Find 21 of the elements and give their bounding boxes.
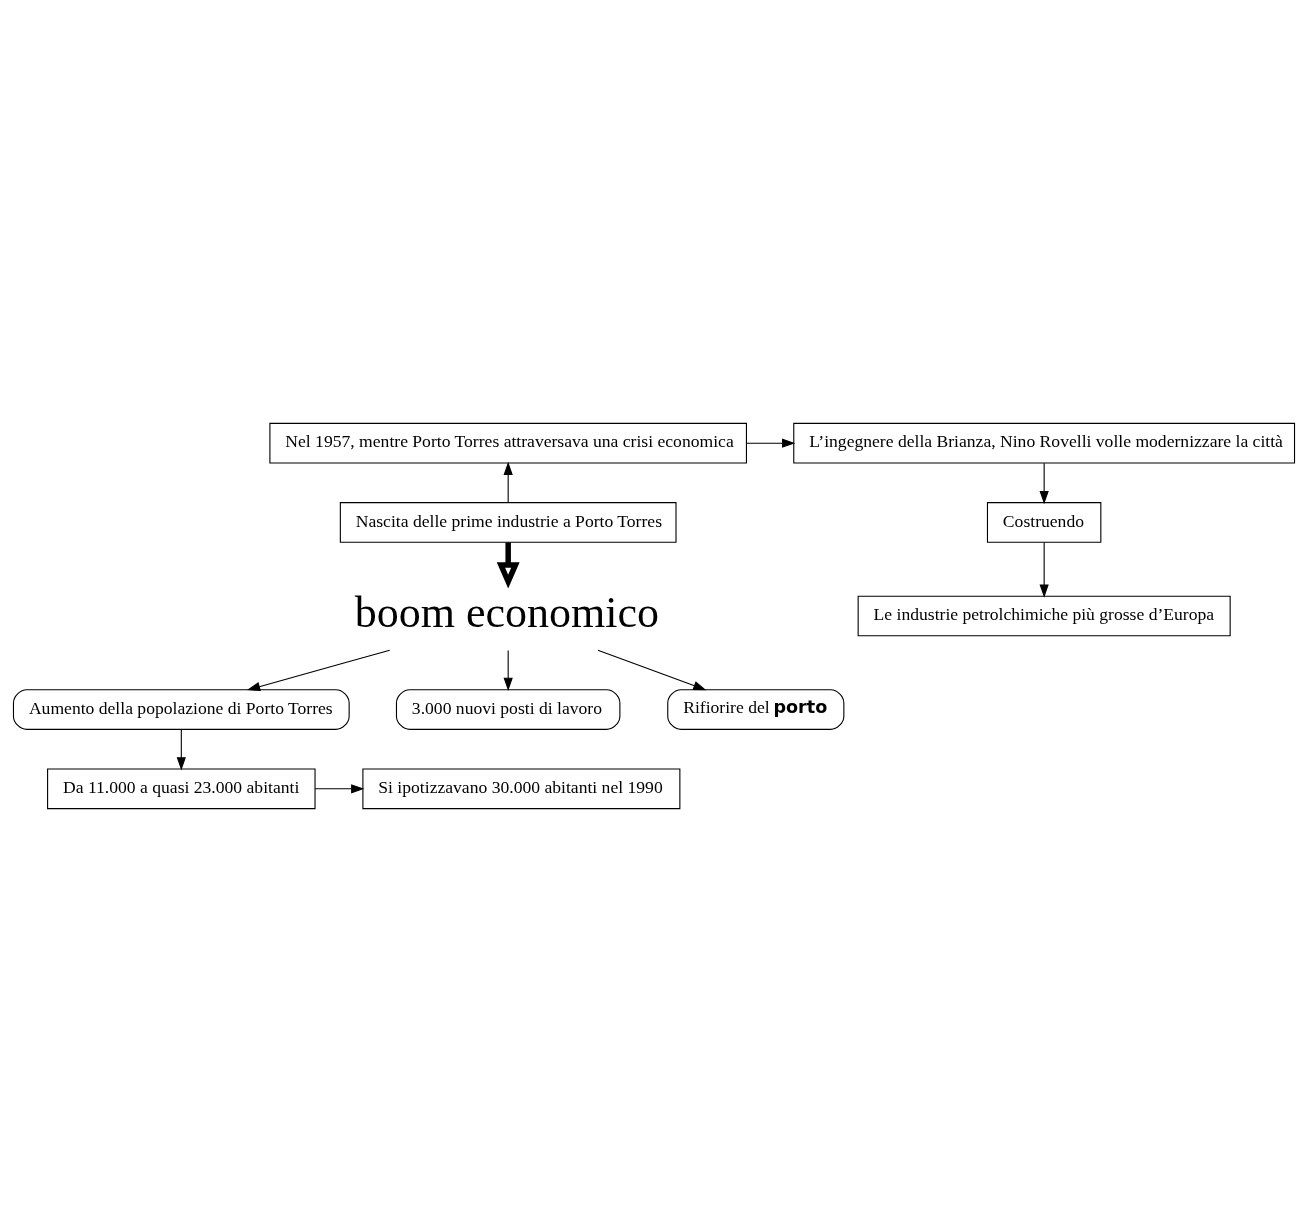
node-box: Aumento della popolazione di Porto Torres <box>12 689 350 730</box>
node-box: Rifiorire del porto <box>666 689 844 730</box>
arrow <box>596 649 706 691</box>
arrow <box>1039 462 1049 505</box>
arrow <box>496 542 520 589</box>
arrow <box>1039 541 1049 598</box>
arrow <box>745 438 795 448</box>
node-box: L’ingegnere della Brianza, Nino Rovelli volle modernizzare la città <box>792 422 1295 464</box>
node-box: Si ipotizzavano 30.000 abitanti nel 1990 <box>361 768 680 810</box>
arrow <box>314 784 364 794</box>
arrow <box>246 649 390 691</box>
arrow <box>176 729 186 771</box>
node-box: Da 11.000 a quasi 23.000 abitanti <box>46 768 316 810</box>
node-box: Le industrie petrolchimiche più grosse d’Europa <box>857 595 1231 637</box>
node-box: Nascita delle prime industrie a Porto Torres <box>339 502 677 543</box>
node-text: boom economico <box>354 588 659 638</box>
node-box: Nel 1957, mentre Porto Torres attraversava una crisi economica <box>268 422 747 464</box>
arrow <box>503 650 513 691</box>
node-box: 3.000 nuovi posti di lavoro <box>395 689 620 730</box>
arrow <box>503 461 513 504</box>
node-box: Costruendo <box>986 502 1101 543</box>
